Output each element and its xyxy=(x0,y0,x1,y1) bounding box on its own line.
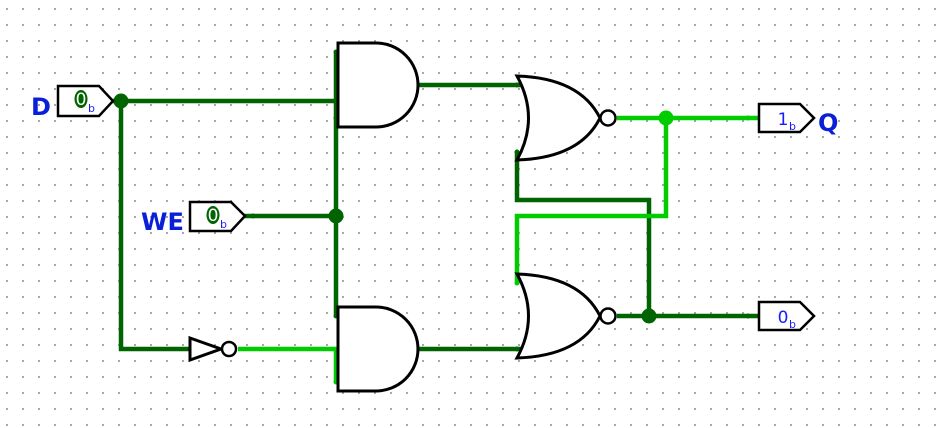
junction-dot xyxy=(328,208,344,224)
input-base-d: b xyxy=(88,102,95,115)
pin-end xyxy=(745,313,751,319)
junctions xyxy=(113,49,751,385)
output-pin-qbar: 0 b xyxy=(757,300,816,332)
nor-gate-top[interactable] xyxy=(514,74,617,162)
junction-dot xyxy=(113,93,129,109)
input-pin-d[interactable]: D 0 b xyxy=(31,84,115,121)
output-pin-q: 1 b Q xyxy=(757,102,838,137)
output-pin-body xyxy=(757,300,816,332)
wires-high xyxy=(238,115,758,382)
pin-end xyxy=(514,280,520,286)
output-pin-body xyxy=(757,102,816,134)
output-value-q: 1 xyxy=(778,110,789,130)
output-value-qbar: 0 xyxy=(778,308,789,328)
wire-not-out xyxy=(238,346,339,382)
output-base-qbar: b xyxy=(789,318,796,331)
input-value-bg xyxy=(74,90,88,108)
input-label-we: WE xyxy=(141,208,184,236)
input-label-d: D xyxy=(31,93,51,121)
and-gate-bottom[interactable] xyxy=(336,305,420,393)
pin-end xyxy=(745,115,751,121)
nor-gate-top-bubble xyxy=(599,109,617,127)
input-value-d: 0 xyxy=(76,90,87,110)
and-gate-top[interactable] xyxy=(336,41,420,129)
nor-gate-bottom-body[interactable] xyxy=(514,272,602,360)
nor-gate-bottom-bubble xyxy=(599,307,617,325)
pin-end xyxy=(250,213,256,219)
junction-dot xyxy=(658,110,674,126)
input-value-bg xyxy=(206,206,220,224)
not-gate-bubble xyxy=(220,340,238,358)
not-gate[interactable] xyxy=(188,335,238,363)
pin-end xyxy=(514,149,520,155)
pin-end xyxy=(514,82,520,88)
nor-gate-bottom[interactable] xyxy=(514,272,617,360)
output-base-q: b xyxy=(789,120,796,133)
input-pin-we[interactable]: WE 0 b xyxy=(141,200,247,236)
nor-gate-top-body[interactable] xyxy=(514,74,602,162)
wire-feedback-q xyxy=(514,118,669,283)
pin-end xyxy=(514,346,520,352)
wires-low xyxy=(112,52,758,352)
output-label-q: Q xyxy=(818,109,838,137)
input-value-we: 0 xyxy=(208,206,219,226)
wire-d-to-not xyxy=(118,101,190,352)
junction-dot xyxy=(641,308,657,324)
not-gate-body[interactable] xyxy=(188,335,226,363)
wire-feedback-qbar xyxy=(514,152,652,316)
input-base-we: b xyxy=(220,218,227,231)
